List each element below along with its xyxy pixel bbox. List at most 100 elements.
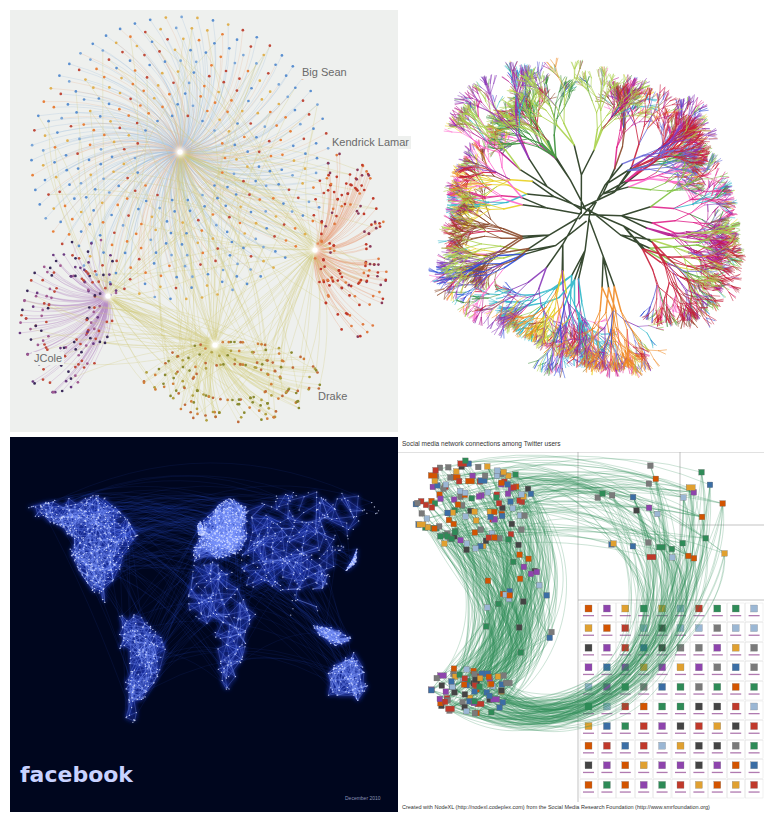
user-node (609, 492, 615, 498)
member-dot (231, 241, 234, 244)
user-node (680, 540, 686, 546)
member-dot (377, 271, 380, 274)
member-dot (331, 211, 334, 214)
member-dot (177, 355, 180, 358)
grid-cell (598, 740, 615, 759)
member-dot (336, 279, 339, 282)
name-mark (620, 635, 631, 636)
name-mark (601, 733, 612, 734)
member-dot (175, 276, 178, 279)
member-dot (318, 383, 321, 386)
member-dot (176, 103, 179, 106)
grid-cell (709, 779, 726, 798)
member-dot (228, 130, 231, 133)
profile-icon (677, 664, 684, 671)
edge-bundle (25, 28, 386, 420)
member-dot (258, 150, 261, 153)
member-dot (143, 381, 146, 384)
member-dot (366, 280, 369, 283)
member-dot (142, 89, 145, 92)
name-mark (620, 733, 631, 734)
member-dot (86, 318, 89, 321)
grid-cell (672, 740, 689, 759)
profile-icon (677, 781, 684, 788)
user-node (544, 593, 550, 599)
user-node (494, 473, 500, 479)
member-dot (73, 341, 76, 344)
member-dot (42, 339, 45, 342)
member-dot (341, 276, 344, 279)
member-dot (281, 395, 284, 398)
member-dot (212, 19, 215, 22)
member-dot (257, 342, 260, 345)
user-node (646, 540, 652, 546)
grid-cell (654, 740, 671, 759)
member-dot (101, 201, 104, 204)
watermark-logo: facebook (18, 762, 135, 788)
member-dot (157, 84, 160, 87)
member-dot (227, 23, 230, 26)
user-node (443, 689, 449, 695)
member-dot (361, 174, 364, 177)
profile-icon (640, 723, 647, 730)
member-dot (285, 74, 288, 77)
user-node (457, 672, 463, 678)
member-dot (144, 129, 147, 132)
member-dot (199, 95, 202, 98)
member-dot (74, 275, 77, 278)
user-node (449, 536, 455, 542)
tree-branch (498, 254, 525, 268)
member-dot (156, 194, 159, 197)
member-dot (53, 271, 56, 274)
member-dot (222, 81, 225, 84)
grid-cell (617, 721, 634, 740)
profile-icon (585, 644, 592, 651)
member-dot (63, 253, 66, 256)
profile-icon (659, 742, 666, 749)
member-dot (184, 403, 187, 406)
member-dot (26, 353, 29, 356)
member-dot (89, 110, 92, 113)
member-dot (82, 123, 85, 126)
member-dot (111, 260, 114, 263)
profile-icon (714, 625, 721, 632)
profile-icon (640, 762, 647, 769)
member-dot (162, 382, 165, 385)
member-dot (204, 414, 207, 417)
member-dot (38, 203, 41, 206)
member-dot (263, 391, 266, 394)
member-dot (80, 211, 83, 214)
member-dot (201, 194, 204, 197)
profile-icon (622, 762, 629, 769)
member-dot (354, 187, 357, 190)
member-dot (215, 364, 218, 367)
member-dot (204, 347, 207, 350)
tree-branch (622, 155, 649, 170)
member-dot (88, 275, 91, 278)
tree-branch (502, 134, 669, 302)
member-dot (348, 294, 351, 297)
profile-icon (585, 605, 592, 612)
profile-icon (677, 762, 684, 769)
profile-icon (751, 683, 758, 690)
member-dot (324, 225, 327, 228)
member-dot (363, 230, 366, 233)
grid-cell (690, 701, 707, 720)
member-dot (319, 179, 322, 182)
member-dot (226, 399, 229, 402)
member-dot (188, 369, 191, 372)
member-dot (172, 397, 175, 400)
member-dot (104, 342, 107, 345)
user-node (437, 696, 443, 702)
member-dot (123, 287, 126, 290)
profile-icon (695, 723, 702, 730)
member-dot (111, 320, 114, 323)
member-dot (214, 415, 217, 418)
member-dot (226, 231, 229, 234)
member-dot (368, 232, 371, 235)
member-dot (91, 42, 94, 45)
member-dot (320, 240, 323, 243)
member-dot (109, 283, 112, 286)
member-dot (236, 89, 239, 92)
member-dot (158, 207, 161, 210)
